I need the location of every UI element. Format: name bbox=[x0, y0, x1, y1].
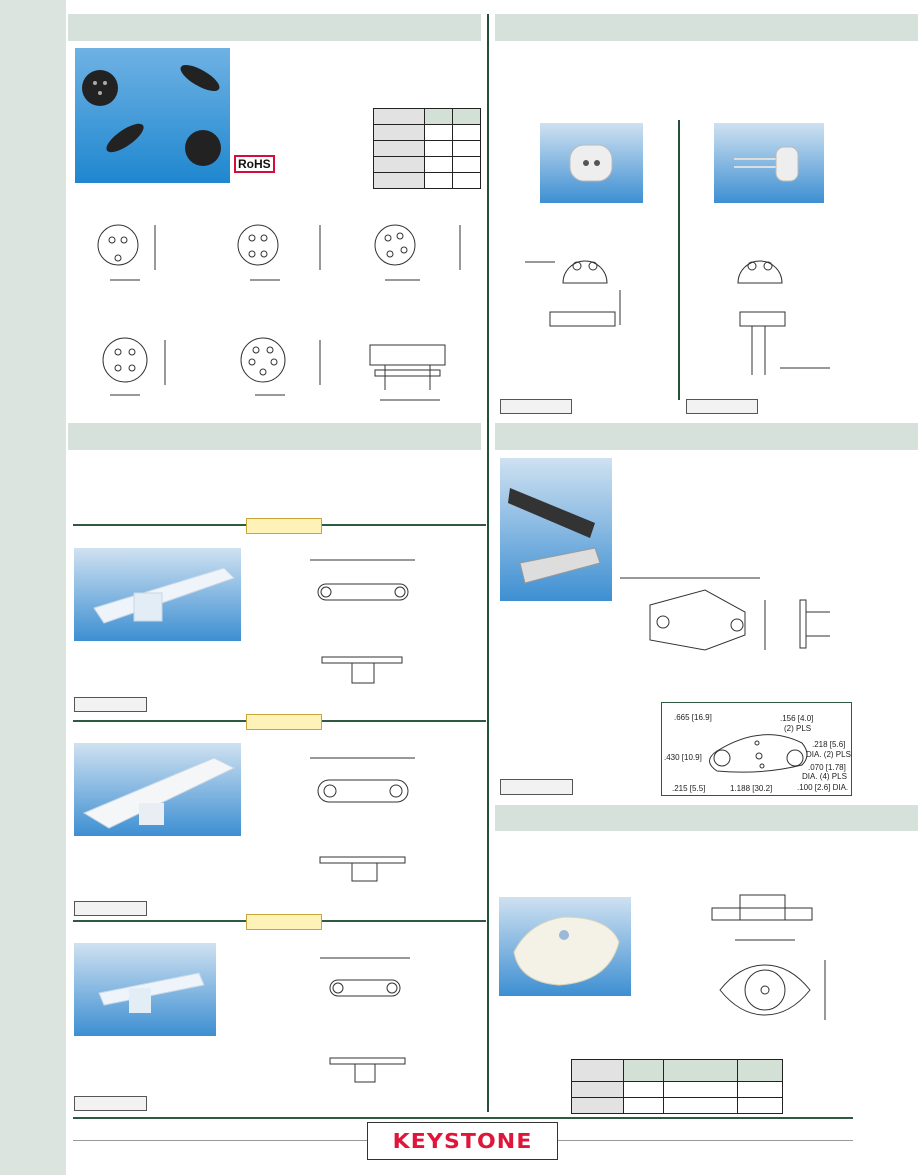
dim-hole-spacing: .156 [4.0] bbox=[780, 714, 814, 723]
dim-pin-hole: .070 [1.78] bbox=[808, 763, 846, 772]
subsection-label-3 bbox=[246, 914, 322, 930]
product-photo-pad-3 bbox=[74, 943, 216, 1036]
to3-dimension-drawing: .665 [16.9] .156 [4.0] (2) PLS .430 [10.… bbox=[661, 702, 852, 796]
part-number-label-3 bbox=[74, 697, 147, 712]
spec-table bbox=[373, 108, 481, 189]
cover-spec-table bbox=[571, 1059, 783, 1114]
section-header-transistor-cover bbox=[495, 805, 918, 831]
logo-text: KEYSTONE bbox=[392, 1129, 533, 1153]
socket-drawings bbox=[97, 224, 461, 401]
page-margin-strip bbox=[0, 0, 66, 1175]
led-socket-drawings bbox=[525, 260, 830, 375]
part-number-label-1 bbox=[500, 399, 572, 414]
product-photo-cover bbox=[499, 897, 631, 996]
dim-center-hole: .100 [2.6] DIA. bbox=[797, 783, 849, 792]
part-number-label-4 bbox=[74, 901, 147, 916]
section-header-mounting-pads bbox=[68, 423, 481, 450]
product-photo-socket-b bbox=[714, 123, 824, 203]
subsection-label-2 bbox=[246, 714, 322, 730]
product-photo-pad-1 bbox=[74, 548, 241, 641]
footer-rule bbox=[73, 1117, 853, 1119]
dim-offset: .215 [5.5] bbox=[672, 784, 706, 793]
subsection-divider bbox=[678, 120, 680, 400]
product-photo-to3-socket bbox=[500, 458, 612, 601]
subsection-label-1 bbox=[246, 518, 322, 534]
part-number-label-5 bbox=[74, 1096, 147, 1111]
dim-height: .430 [10.9] bbox=[664, 753, 702, 762]
dim-width-top: .665 [16.9] bbox=[674, 713, 712, 722]
section-header-sockets bbox=[68, 14, 481, 41]
column-divider bbox=[487, 14, 489, 1112]
dim-mount-hole: .218 [5.6] bbox=[812, 740, 846, 749]
rohs-badge: RoHS bbox=[234, 155, 275, 173]
dim-pin-hole-note: DIA. (4) PLS bbox=[802, 772, 847, 781]
dim-center-spacing: 1.188 [30.2] bbox=[730, 784, 773, 793]
to3-socket-drawing bbox=[620, 577, 830, 651]
product-photo-socket-a bbox=[540, 123, 643, 203]
section-header-led-sockets bbox=[495, 14, 918, 41]
dim-mount-hole-note: DIA. (2) PLS bbox=[806, 750, 851, 759]
part-number-label-6 bbox=[500, 779, 573, 795]
product-photo-pad-2 bbox=[74, 743, 241, 836]
cover-drawings bbox=[711, 894, 826, 1020]
part-number-label-2 bbox=[686, 399, 758, 414]
pad-drawings bbox=[310, 559, 415, 1083]
dim-hole-spacing-note: (2) PLS bbox=[784, 724, 812, 733]
section-header-transistor-sockets bbox=[495, 423, 918, 450]
keystone-logo: KEYSTONE bbox=[367, 1122, 558, 1160]
product-photo-transistor-sockets bbox=[75, 48, 230, 183]
